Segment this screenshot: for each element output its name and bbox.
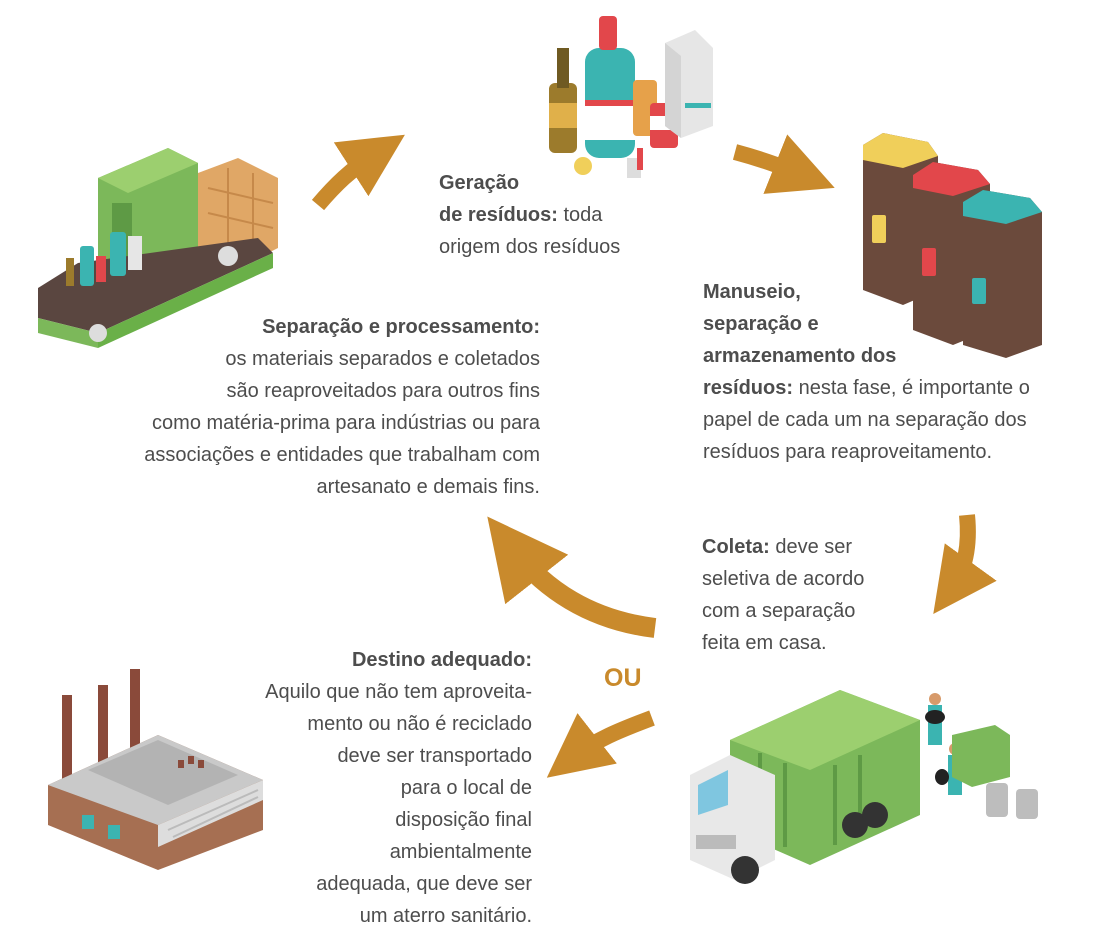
stage-coleta-desc-1: deve ser: [769, 536, 853, 558]
stage-geracao-title-1: Geração: [439, 172, 520, 194]
stage-destino-desc-6: ambientalmente: [389, 841, 532, 863]
stage-geracao-title-2: de resíduos:: [439, 204, 558, 226]
arrow-separacao-to-geracao: [311, 134, 405, 211]
garbage-truck-illustration: [690, 690, 1038, 884]
connector-ou-label: OU: [604, 664, 642, 692]
stage-coleta-title: Coleta:: [702, 536, 770, 558]
recycling-bins-illustration: [863, 133, 1042, 358]
stage-destino-desc-4: para o local de: [400, 777, 532, 799]
stage-manuseio-desc-5: papel de cada um na separação dos: [703, 409, 1027, 431]
stage-coleta: Coleta: deve ser seletiva de acordo com …: [702, 531, 864, 659]
arrow-geracao-to-manuseio: [732, 134, 835, 194]
arrow-coleta-to-destino: [546, 710, 655, 778]
factory-illustration: [48, 669, 263, 870]
stage-separacao-desc-4: associações e entidades que trabalham co…: [144, 444, 540, 466]
stage-coleta-desc-3: com a separação: [702, 600, 856, 622]
stage-coleta-desc-2: seletiva de acordo: [702, 568, 865, 590]
stage-geracao-desc-1: toda: [557, 204, 603, 226]
stage-separacao-desc-2: são reaproveitados para outros fins: [226, 380, 540, 402]
stage-destino-desc-3: deve ser transportado: [337, 745, 532, 767]
stage-separacao-desc-5: artesanato e demais fins.: [316, 476, 540, 498]
stage-destino-title: Destino adequado:: [351, 649, 532, 671]
stage-destino-desc-2: mento ou não é reciclado: [307, 713, 532, 735]
stage-destino-desc-8: um aterro sanitário.: [359, 905, 532, 927]
stage-separacao-desc-3: como matéria-prima para indústrias ou pa…: [152, 412, 540, 434]
stage-destino-desc-7: adequada, que deve ser: [316, 873, 532, 895]
arrow-coleta-to-separacao: [487, 516, 657, 638]
stage-separacao: Separação e processamento: os materiais …: [60, 311, 540, 503]
stage-destino-desc-1: Aquilo que não tem aproveita-: [265, 681, 532, 703]
stage-coleta-desc-4: feita em casa.: [702, 632, 827, 654]
stage-manuseio-desc-4: nesta fase, é importante o: [793, 377, 1030, 399]
stage-geracao-desc-2: origem dos resíduos: [439, 236, 621, 258]
stage-destino-desc-5: disposição final: [395, 809, 532, 831]
stage-separacao-title: Separação e processamento:: [262, 316, 540, 338]
stage-manuseio: Manuseio, separação e armazenamento dos …: [703, 276, 1030, 468]
stage-manuseio-desc-6: resíduos para reaproveitamento.: [703, 441, 993, 463]
stage-separacao-desc-1: os materiais separados e coletados: [225, 348, 540, 370]
stage-manuseio-title-1: Manuseio,: [703, 281, 801, 303]
processing-machine-illustration: [38, 148, 278, 348]
stage-destino: Destino adequado: Aquilo que não tem apr…: [200, 644, 532, 932]
arrow-manuseio-to-coleta: [933, 514, 997, 614]
stage-manuseio-title-3: armazenamento dos: [703, 345, 897, 367]
stage-geracao: Geração de resíduos: toda origem dos res…: [439, 167, 620, 263]
stage-manuseio-title-2: separação e: [703, 313, 819, 335]
stage-manuseio-title-4: resíduos:: [703, 377, 794, 399]
waste-items-illustration: [549, 16, 713, 178]
